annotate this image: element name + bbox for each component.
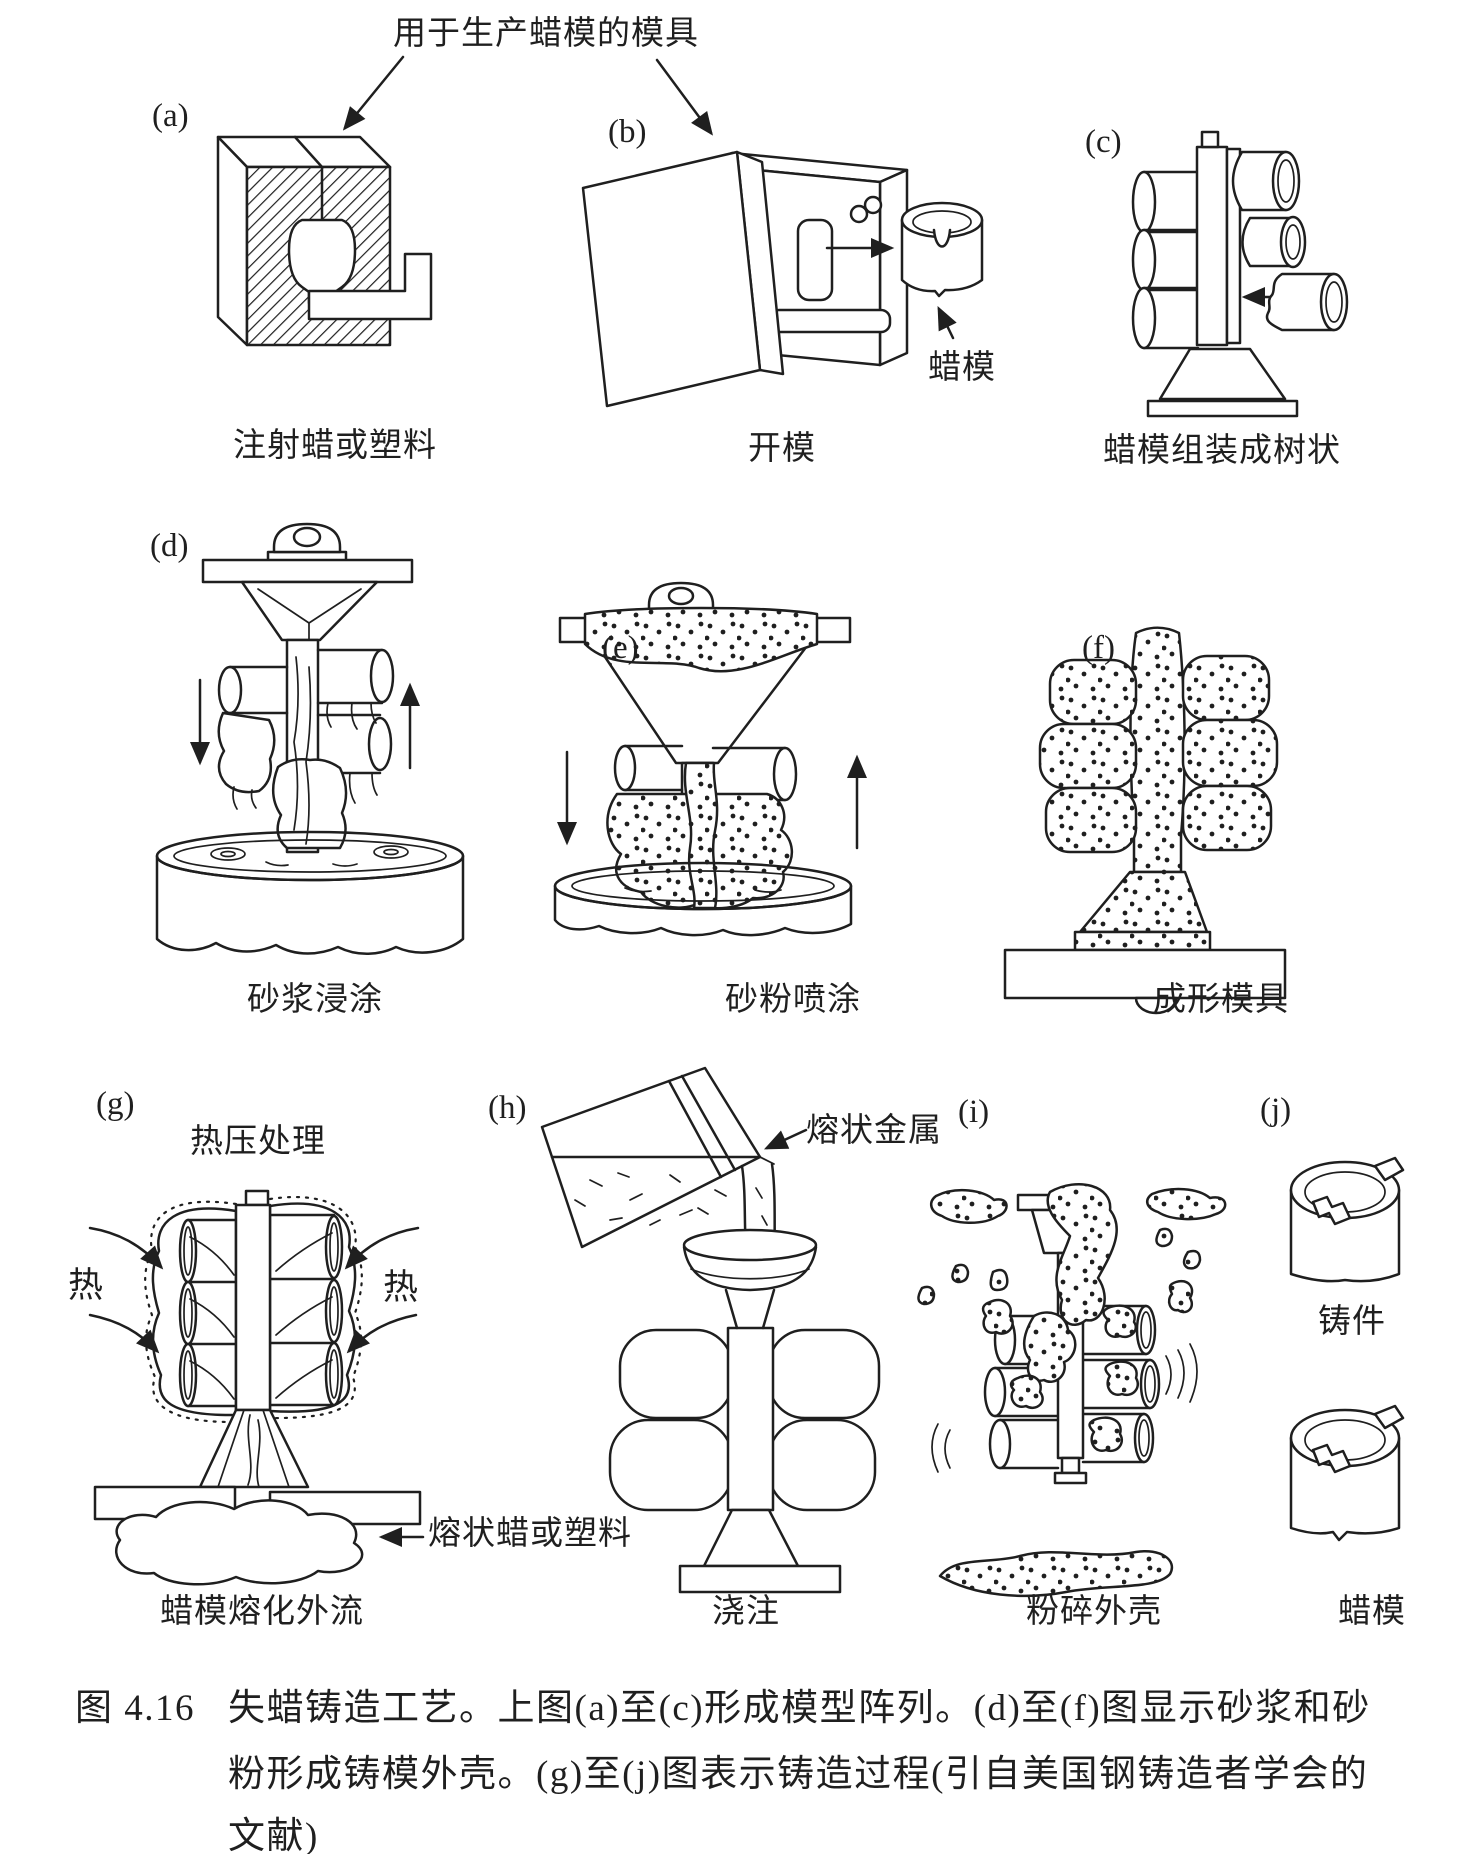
panel-h-letter: (h) (488, 1090, 527, 1126)
figure-caption-line1: 失蜡铸造工艺。上图(a)至(c)形成模型阵列。(d)至(f)图显示砂浆和砂 (228, 1688, 1371, 1729)
figure-number: 图 4.16 (75, 1688, 195, 1729)
caption-a: 注射蜡或塑料 (233, 428, 437, 464)
caption-g: 蜡模熔化外流 (160, 1594, 364, 1630)
slurry-dip-drawing (155, 522, 465, 955)
caption-c: 蜡模组装成树状 (1103, 433, 1341, 469)
autoclave-dewax-drawing (88, 1189, 425, 1586)
panel-g-letter: (g) (96, 1086, 135, 1122)
opened-mold-drawing (581, 150, 984, 408)
panel-a-letter: (a) (152, 98, 189, 134)
panel-g-title: 热压处理 (190, 1124, 326, 1160)
top-mold-label: 用于生产蜡模的模具 (393, 16, 699, 52)
wax-pattern-callout: 蜡模 (928, 350, 996, 386)
pouring-drawing (540, 1066, 881, 1594)
molten-wax-callout: 熔状蜡或塑料 (428, 1516, 632, 1552)
casting-label: 铸件 (1318, 1304, 1386, 1340)
panel-i-letter: (i) (958, 1094, 990, 1130)
figure-caption-line3: 文献) (228, 1816, 319, 1854)
caption-h: 浇注 (712, 1594, 780, 1630)
pattern-tree-drawing (1131, 130, 1349, 418)
wax-pattern-label: 蜡模 (1338, 1594, 1406, 1630)
figure-caption-line2: 粉形成铸模外壳。(g)至(j)图表示铸造过程(引自美国钢铸造者学会的 (228, 1754, 1369, 1795)
top-pointer-arrows-icon (342, 55, 713, 136)
panel-e-letter: (e) (602, 630, 639, 666)
panel-c-letter: (c) (1085, 124, 1122, 160)
castings-drawing (1289, 1156, 1405, 1542)
caption-d: 砂浆浸涂 (247, 982, 383, 1018)
panel-b-letter: (b) (608, 114, 647, 150)
heat-label-left: 热 (68, 1266, 104, 1305)
injection-mold-drawing (216, 135, 433, 347)
panel-j-letter: (j) (1260, 1092, 1292, 1128)
caption-e: 砂粉喷涂 (725, 982, 861, 1018)
shell-breakout-drawing (917, 1183, 1227, 1598)
stucco-coat-drawing (553, 581, 867, 937)
caption-b: 开模 (748, 431, 816, 467)
heat-label-right: 热 (383, 1268, 419, 1307)
panel-f-letter: (f) (1082, 630, 1115, 666)
caption-i: 粉碎外壳 (1026, 1594, 1162, 1630)
caption-f: 成形模具 (1153, 982, 1289, 1018)
panel-d-letter: (d) (150, 528, 189, 564)
shell-mold-drawing (1003, 626, 1287, 1015)
molten-metal-callout: 熔状金属 (806, 1113, 942, 1149)
